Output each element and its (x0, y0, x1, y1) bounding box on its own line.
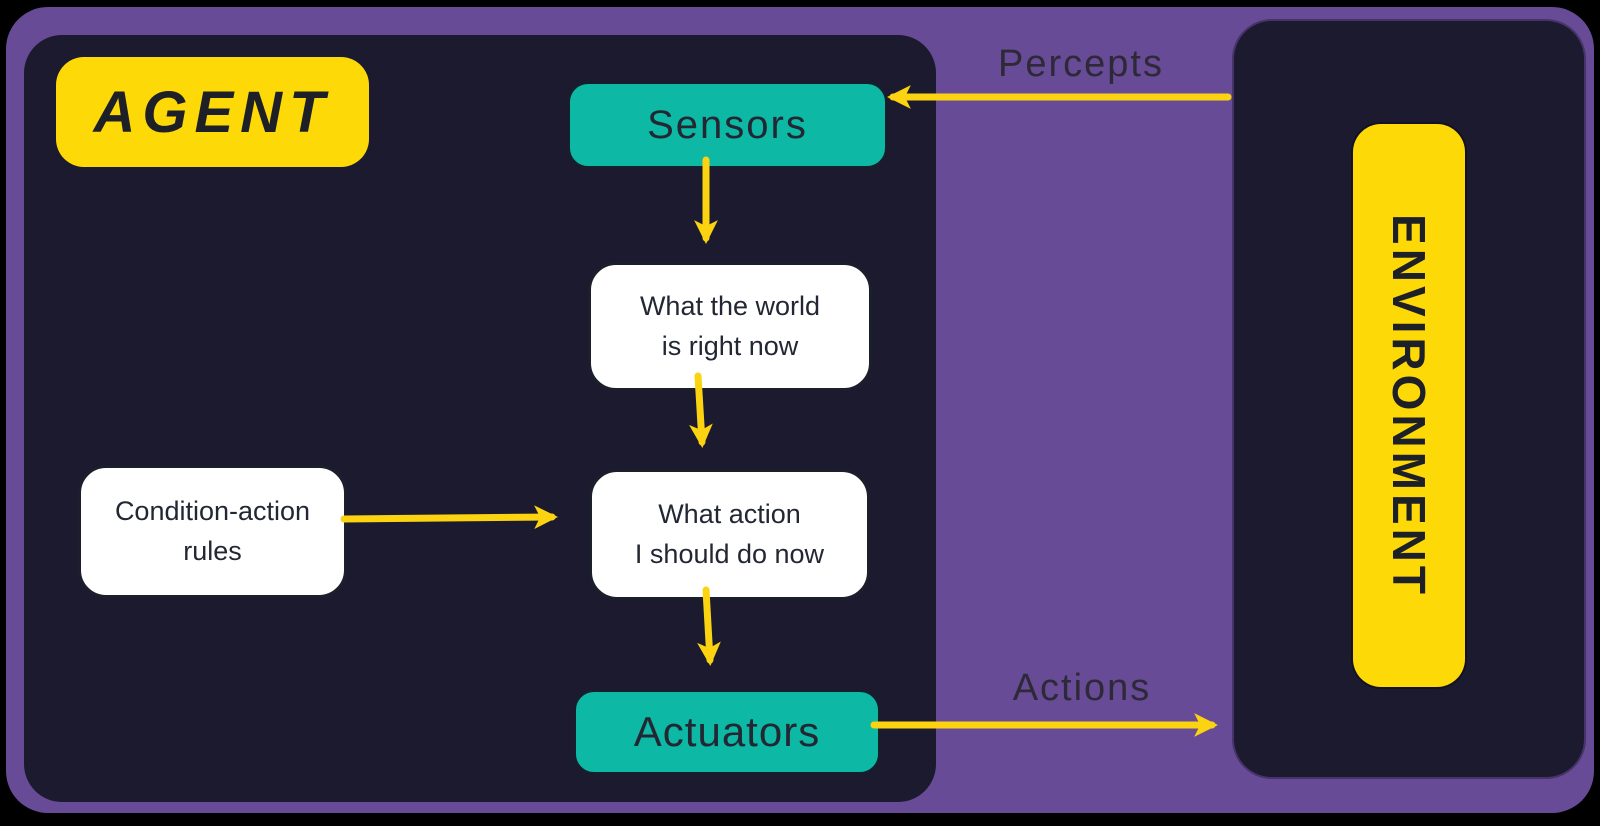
diagram-board-background: AGENT Sensors What the world is right no… (6, 7, 1594, 813)
condition-rules-line2: rules (183, 535, 242, 566)
action-choice-line1: What action (658, 499, 801, 530)
world-state-line2: is right now (661, 330, 799, 361)
environment-panel: ENVIRONMENT (1234, 21, 1584, 777)
agent-panel: AGENT Sensors What the world is right no… (24, 35, 936, 802)
agent-title: AGENT (93, 79, 332, 145)
agent-title-badge: AGENT (56, 57, 369, 167)
condition-rules-node: Condition-action rules (78, 465, 347, 598)
sensors-label: Sensors (647, 102, 808, 147)
actuators-label: Actuators (633, 708, 821, 755)
action-choice-line2: I should do now (634, 538, 825, 569)
world-state-line1: What the world (639, 291, 821, 322)
environment-title-badge: ENVIRONMENT (1353, 124, 1465, 687)
condition-rules-line1: Condition-action (114, 496, 311, 527)
sensors-node: Sensors (568, 82, 887, 168)
percepts-label: Percepts (998, 43, 1164, 85)
actuators-node: Actuators (574, 690, 880, 774)
actions-label: Actions (1012, 667, 1152, 709)
environment-title: ENVIRONMENT (1383, 213, 1435, 598)
action-choice-node: What action I should do now (589, 469, 870, 600)
world-state-node: What the world is right now (588, 262, 872, 391)
